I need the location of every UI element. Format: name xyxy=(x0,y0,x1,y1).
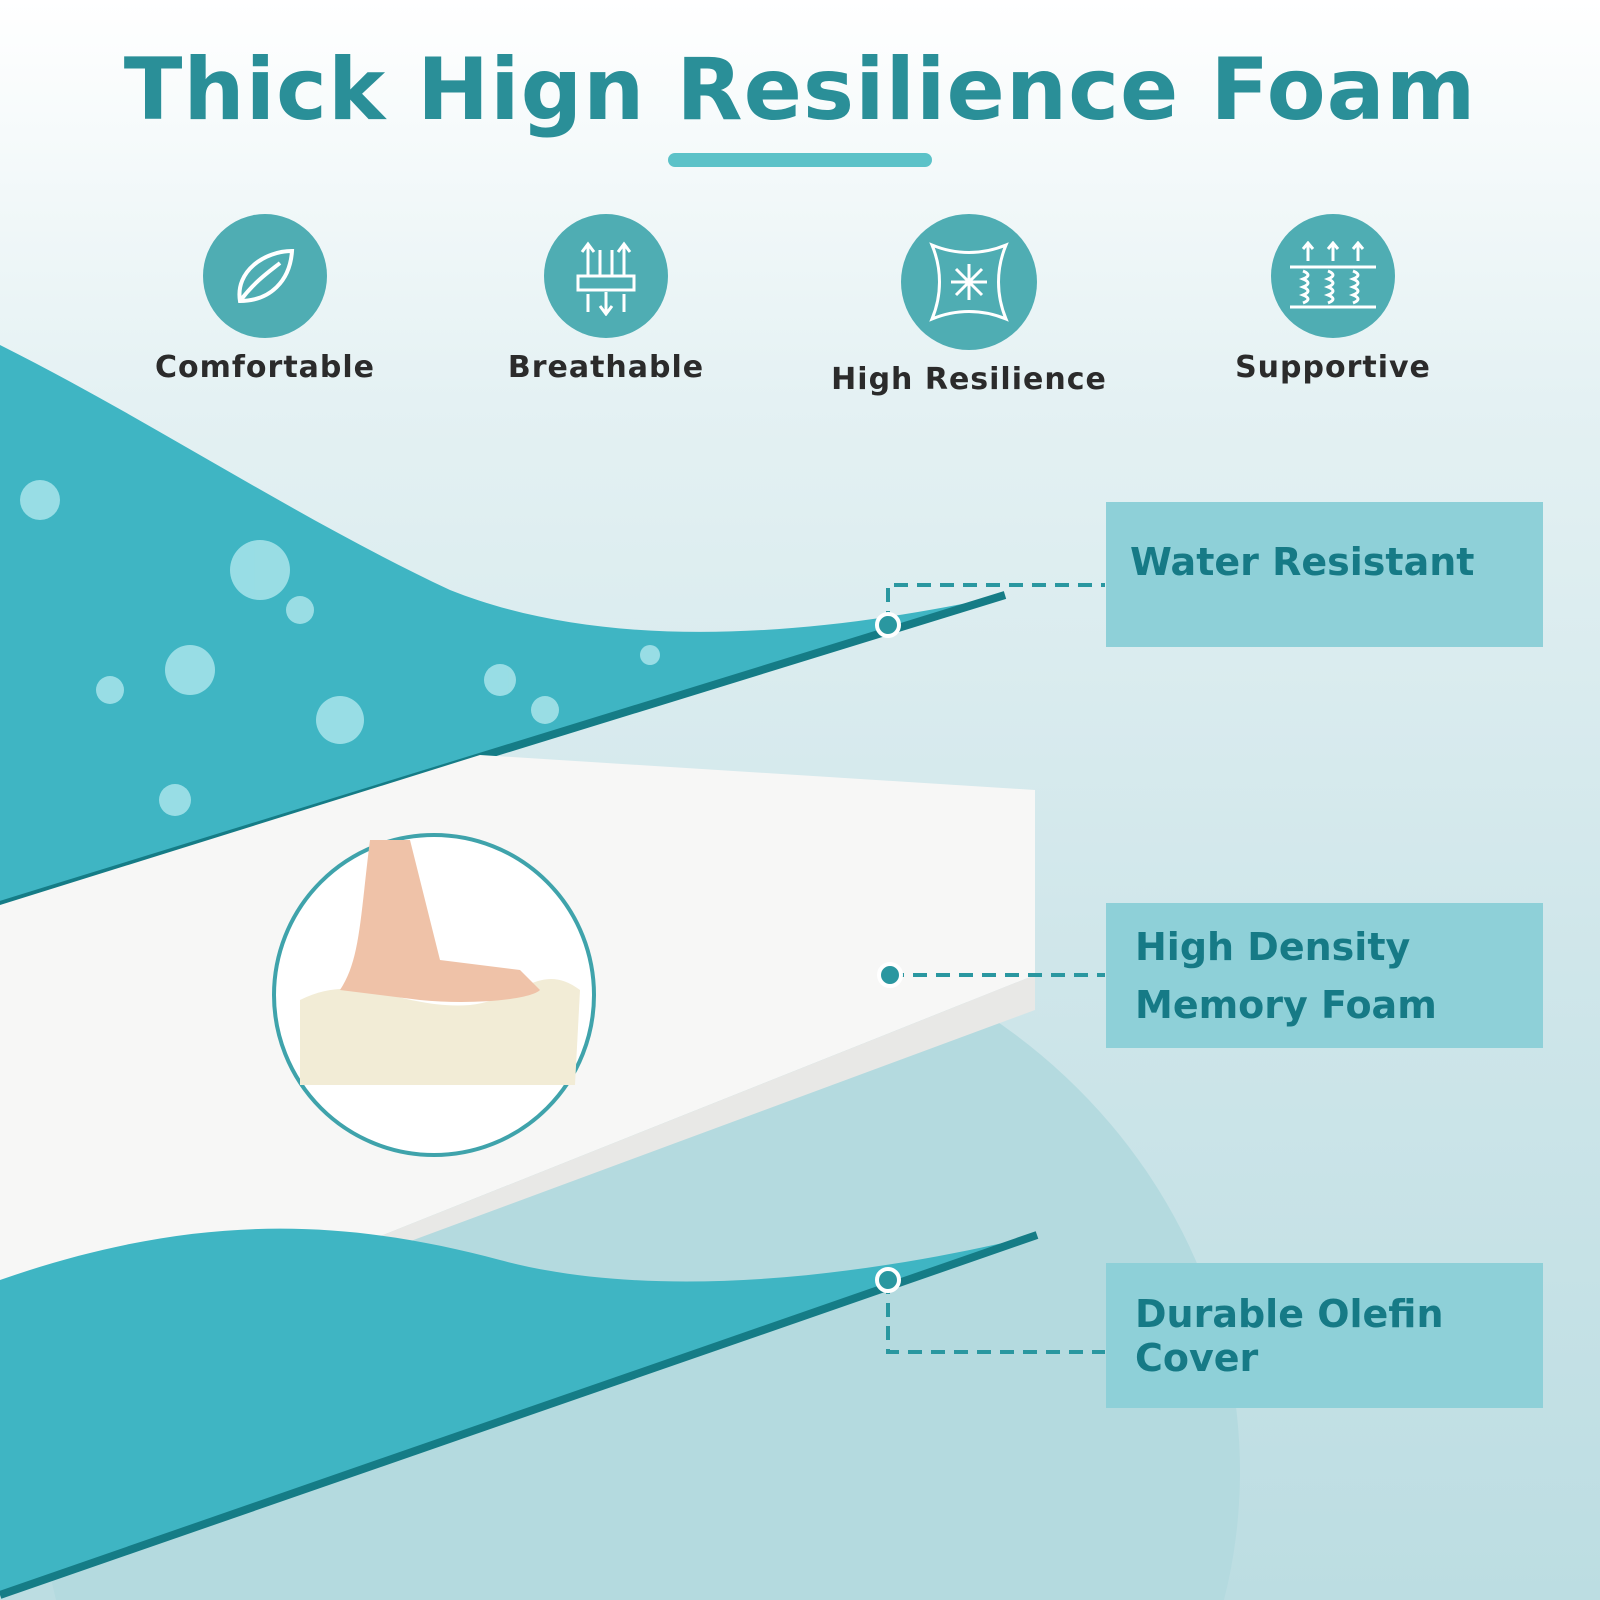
callout-lines xyxy=(886,583,1105,1354)
hand-image xyxy=(340,840,540,1002)
feature-label: Supportive xyxy=(1235,350,1431,385)
callout-label: Water Resistant xyxy=(1130,540,1475,584)
callout-dot xyxy=(875,612,901,638)
airflow-icon xyxy=(544,214,668,338)
top-fabric-layer xyxy=(0,345,1005,905)
feature-label: Comfortable xyxy=(154,350,376,385)
water-drops xyxy=(20,480,660,816)
feature-breathable: Breathable xyxy=(456,214,756,385)
callout-memory-foam: High Density Memory Foam xyxy=(1106,903,1543,1048)
callout-water-resistant: Water Resistant xyxy=(1106,502,1543,647)
memory-foam-inset xyxy=(272,833,596,1157)
feature-label: High Resilience xyxy=(831,362,1107,397)
callout-label: High Density Memory Foam xyxy=(1135,924,1437,1027)
bottom-fabric-edge xyxy=(0,1231,1039,1599)
callout-olefin-cover: Durable Olefin Cover xyxy=(1106,1263,1543,1408)
springs-icon xyxy=(1271,214,1395,338)
feature-supportive: Supportive xyxy=(1183,214,1483,385)
feature-comfortable: Comfortable xyxy=(115,214,415,385)
leaf-icon xyxy=(203,214,327,338)
feature-high-resilience: High Resilience xyxy=(819,214,1119,397)
title-underline xyxy=(668,153,932,167)
callout-dot xyxy=(875,1267,901,1293)
callout-dot xyxy=(877,962,903,988)
feature-label: Breathable xyxy=(507,350,705,385)
page-title: Thick Hign Resilience Foam xyxy=(123,40,1477,140)
rebound-icon xyxy=(901,214,1037,350)
callout-label: Durable Olefin Cover xyxy=(1135,1291,1444,1380)
